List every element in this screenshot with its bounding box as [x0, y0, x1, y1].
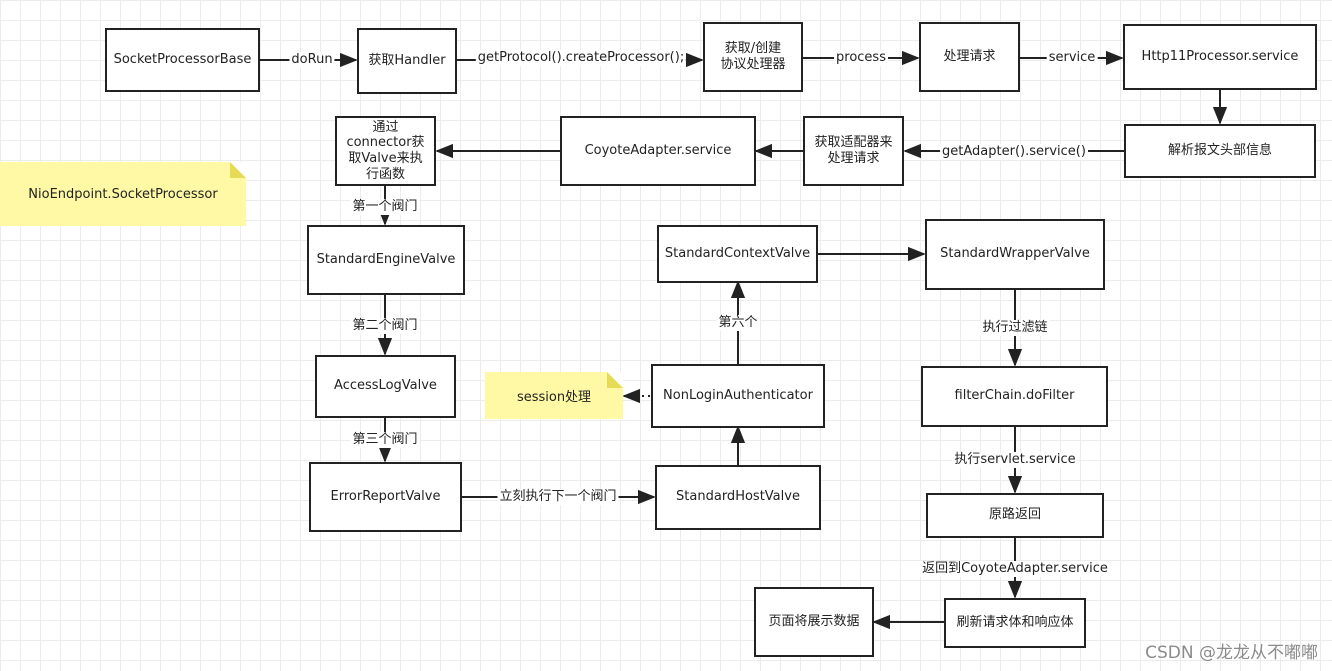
- node-parse-header[interactable]: 解析报文头部信息: [1124, 124, 1316, 178]
- node-get-create-processor[interactable]: 获取/创建 协议处理器: [703, 22, 803, 92]
- label-getAdapter: getAdapter().service(): [940, 144, 1088, 160]
- label-third-valve: 第三个阀门: [350, 432, 420, 448]
- node-coyote-adapter-service[interactable]: CoyoteAdapter.service: [560, 116, 756, 186]
- label-second-valve: 第二个阀门: [350, 318, 420, 334]
- label-process: process: [834, 50, 888, 66]
- node-refresh-req-resp[interactable]: 刷新请求体和响应体: [944, 598, 1086, 648]
- node-access-log-valve[interactable]: AccessLogValve: [315, 355, 456, 418]
- node-standard-context-valve[interactable]: StandardContextValve: [657, 225, 818, 283]
- node-page-display-data[interactable]: 页面将展示数据: [754, 587, 874, 657]
- label-getProtocol: getProtocol().createProcessor();: [475, 50, 687, 66]
- label-servlet-service: 执行servlet.service: [952, 452, 1078, 468]
- node-connector-valve[interactable]: 通过 connector获 取Valve来执 行函数: [335, 116, 436, 186]
- label-sixth: 第六个: [716, 315, 760, 331]
- node-get-handler[interactable]: 获取Handler: [357, 28, 457, 94]
- node-filter-chain-do-filter[interactable]: filterChain.doFilter: [921, 366, 1108, 427]
- note-nio-endpoint[interactable]: NioEndpoint.SocketProcessor: [0, 162, 246, 226]
- label-service: service: [1046, 50, 1098, 66]
- node-return-same-way[interactable]: 原路返回: [926, 493, 1104, 538]
- node-standard-host-valve[interactable]: StandardHostValve: [655, 465, 821, 530]
- node-standard-wrapper-valve[interactable]: StandardWrapperValve: [925, 219, 1105, 290]
- node-non-login-authenticator[interactable]: NonLoginAuthenticator: [651, 364, 825, 428]
- node-http11-processor-service[interactable]: Http11Processor.service: [1123, 24, 1317, 90]
- label-doRun: doRun: [289, 52, 335, 68]
- node-socket-processor-base[interactable]: SocketProcessorBase: [105, 28, 260, 92]
- label-first-valve: 第一个阀门: [350, 199, 420, 215]
- label-filter-chain: 执行过滤链: [980, 320, 1050, 336]
- node-standard-engine-valve[interactable]: StandardEngineValve: [307, 225, 465, 295]
- watermark: CSDN @龙龙从不嘟嘟: [1145, 643, 1318, 663]
- node-handle-request[interactable]: 处理请求: [919, 22, 1020, 92]
- node-error-report-valve[interactable]: ErrorReportValve: [309, 462, 462, 532]
- node-get-adapter-handle[interactable]: 获取适配器来 处理请求: [803, 116, 904, 186]
- label-next-valve: 立刻执行下一个阀门: [497, 489, 619, 505]
- label-return-to-adapter: 返回到CoyoteAdapter.service: [920, 561, 1110, 577]
- note-session[interactable]: session处理: [485, 372, 623, 419]
